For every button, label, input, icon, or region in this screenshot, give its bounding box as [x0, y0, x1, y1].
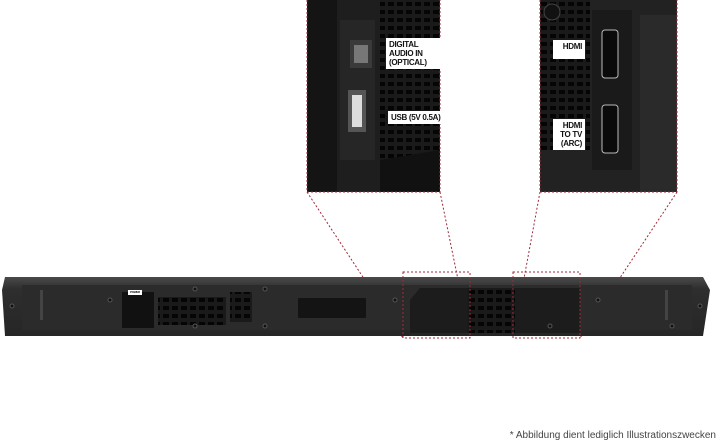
port-highlight-boxes	[402, 271, 581, 339]
soundbar-rear	[2, 277, 710, 336]
label-digital-audio-in: DIGITAL AUDIO IN (OPTICAL)	[386, 38, 444, 69]
label-hdmi-to-tv-arc: HDMI TO TV (ARC)	[553, 119, 585, 150]
label-hdmi: HDMI	[553, 40, 585, 59]
footnote: * Abbildung dient lediglich Illustration…	[509, 430, 716, 441]
label-usb: USB (5V 0.5A)	[388, 111, 444, 124]
right-port-closeup	[540, 0, 677, 192]
left-port-closeup	[307, 0, 440, 192]
label-power: POWER	[128, 290, 142, 295]
